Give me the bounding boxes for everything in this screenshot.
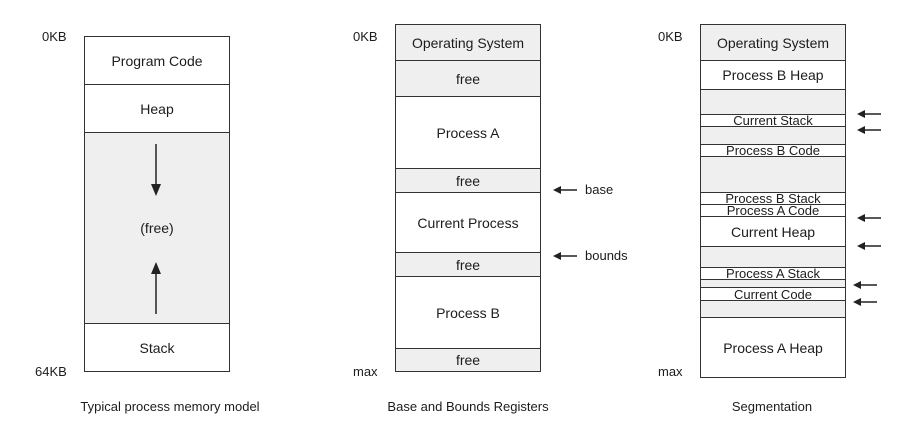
segment-label: Current Process <box>417 214 519 231</box>
segment-current-code: Current Code <box>701 287 845 301</box>
segment-heap: Heap <box>85 84 229 132</box>
segment-process-a-code: Process A Code <box>701 203 845 218</box>
segment-label: Process B Code <box>726 143 820 158</box>
address-label-top: 0KB <box>353 29 378 44</box>
arrow-left-icon <box>553 185 577 194</box>
pointer-label: base <box>585 182 614 197</box>
segment-process-a-heap: Process A Heap <box>701 317 845 378</box>
segment-label: Operating System <box>411 34 525 51</box>
segment-label: Process B Heap <box>722 67 824 83</box>
segment-label: Operating System <box>716 34 830 51</box>
segment-label: Process A Code <box>726 203 820 218</box>
memory-column-segmentation: Operating System Process B Heap Current … <box>700 24 846 378</box>
segment-process-b-code: Process B Code <box>701 144 845 157</box>
arrow-left-icon <box>853 281 877 289</box>
segment-free: (free) <box>85 132 229 323</box>
segment-stack: Stack <box>85 323 229 372</box>
segment-process-b-heap: Process B Heap <box>701 60 845 90</box>
segment-label: Current Code <box>733 286 813 302</box>
segment-free: free <box>396 60 540 96</box>
segment-label: Program Code <box>111 52 203 69</box>
arrow-down-icon <box>151 144 161 196</box>
address-label-bottom: max <box>353 364 378 379</box>
arrow-left-icon <box>857 126 881 134</box>
segment-operating-system: Operating System <box>396 24 540 60</box>
address-label-top: 0KB <box>42 29 67 44</box>
pointer-base: base <box>553 182 613 197</box>
segment-label: Process A Heap <box>723 339 823 356</box>
segment-label: Process A <box>436 124 500 141</box>
segment-process-a: Process A <box>396 96 540 168</box>
segment-label: Process B <box>436 304 500 321</box>
arrow-left-icon <box>853 298 877 306</box>
memory-column-process: Program Code Heap (free) Stack <box>84 36 230 372</box>
pointer-bounds: bounds <box>553 248 628 263</box>
pointer-label: bounds <box>585 248 628 263</box>
arrow-left-icon <box>857 214 881 222</box>
segment-label: Current Stack <box>733 113 813 128</box>
memory-column-base-bounds: Operating System free Process A free Cur… <box>395 24 541 372</box>
segment-label: free <box>455 70 481 87</box>
segment-label: free <box>455 256 481 273</box>
segment-program-code: Program Code <box>85 36 229 84</box>
diagram-caption: Base and Bounds Registers <box>387 399 549 414</box>
segment-process-b: Process B <box>396 276 540 348</box>
segment-label: Process B Stack <box>725 191 821 206</box>
segment-label: Stack <box>139 339 175 356</box>
address-label-top: 0KB <box>658 29 683 44</box>
address-label-bottom: 64KB <box>35 364 67 379</box>
segment-current-heap: Current Heap <box>701 216 845 247</box>
segment-label: Heap <box>140 100 174 117</box>
segment-label: (free) <box>140 220 174 236</box>
segment-process-a-stack: Process A Stack <box>701 267 845 280</box>
arrow-left-icon <box>553 251 577 260</box>
segment-label: Current Heap <box>730 223 816 240</box>
segment-free: free <box>396 252 540 276</box>
diagram-caption: Segmentation <box>731 399 813 414</box>
arrow-left-icon <box>857 242 881 250</box>
segment-label: free <box>455 172 481 189</box>
diagram-caption: Typical process memory model <box>80 399 260 414</box>
segment-process-b-stack: Process B Stack <box>701 191 845 206</box>
segment-label: free <box>455 352 481 368</box>
segment-current-process: Current Process <box>396 192 540 252</box>
segment-free: free <box>396 348 540 372</box>
arrow-left-icon <box>857 110 881 118</box>
segment-current-stack: Current Stack <box>701 114 845 127</box>
segment-operating-system: Operating System <box>701 24 845 60</box>
address-label-bottom: max <box>658 364 683 379</box>
arrow-up-icon <box>151 262 161 314</box>
segment-label: Process A Stack <box>726 266 820 281</box>
segment-free: free <box>396 168 540 192</box>
